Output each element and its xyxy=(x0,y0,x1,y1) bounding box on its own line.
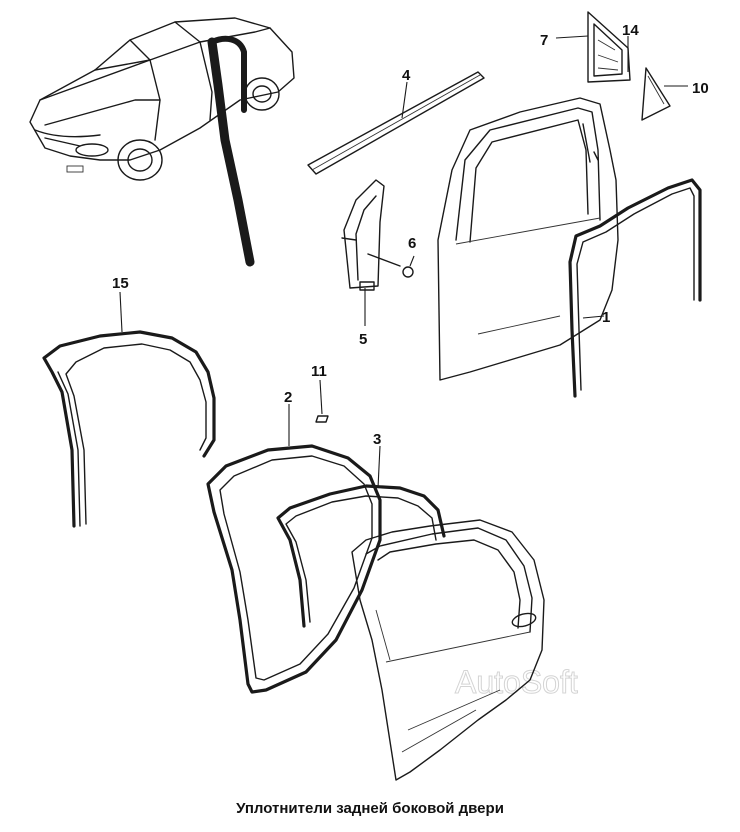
callout-14: 14 xyxy=(622,22,639,39)
callout-labels: 1 2 3 4 5 6 7 10 11 14 15 xyxy=(112,22,709,448)
part-10-corner-piece xyxy=(641,67,688,121)
callout-15: 15 xyxy=(112,275,129,292)
part-15-arch-seal xyxy=(42,291,216,528)
rear-door-lower xyxy=(351,519,545,781)
callout-10: 10 xyxy=(692,80,709,97)
callout-2: 2 xyxy=(284,389,292,406)
callout-6: 6 xyxy=(408,235,416,252)
part-4-moulding-strip xyxy=(307,71,485,175)
callout-3: 3 xyxy=(373,431,381,448)
figure-caption: Уплотнители задней боковой двери xyxy=(236,800,504,817)
part-1-door-seal xyxy=(568,178,702,398)
part-5-pillar-cover xyxy=(341,179,385,326)
callout-11: 11 xyxy=(311,363,327,380)
part-7-corner-trim xyxy=(555,11,631,83)
car-illustration xyxy=(29,17,295,267)
watermark: AutoSoft xyxy=(455,664,578,700)
part-3-window-seal xyxy=(276,445,446,628)
callout-4: 4 xyxy=(402,67,411,84)
part-2-door-seal xyxy=(206,404,382,694)
callout-7: 7 xyxy=(540,32,548,49)
callout-1: 1 xyxy=(602,309,610,326)
callout-5: 5 xyxy=(359,331,367,348)
rear-door-upper xyxy=(437,97,619,381)
part-6-clip xyxy=(367,253,415,278)
part-11-clip xyxy=(315,379,329,423)
